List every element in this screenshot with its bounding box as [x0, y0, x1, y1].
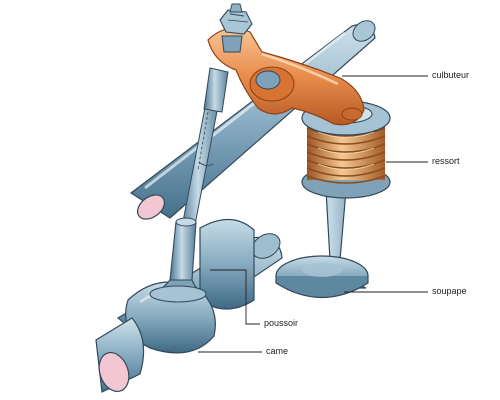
shaft-cut-face	[136, 194, 166, 220]
valve	[275, 189, 369, 298]
label-poussoir: poussoir	[264, 318, 299, 328]
adjusting-screw	[219, 3, 253, 53]
label-culbuteur: culbuteur	[432, 70, 470, 80]
rocker-pivot-bore	[255, 70, 281, 90]
leader-poussoir	[210, 269, 260, 325]
label-came: came	[266, 346, 289, 356]
leader-lines	[198, 75, 428, 353]
label-ressort: ressort	[432, 156, 460, 166]
push-rod	[179, 67, 229, 241]
rocker-arm	[207, 27, 365, 126]
label-soupape: soupape	[432, 286, 467, 296]
tappet	[149, 217, 207, 303]
camshaft-cut-face	[98, 352, 130, 392]
